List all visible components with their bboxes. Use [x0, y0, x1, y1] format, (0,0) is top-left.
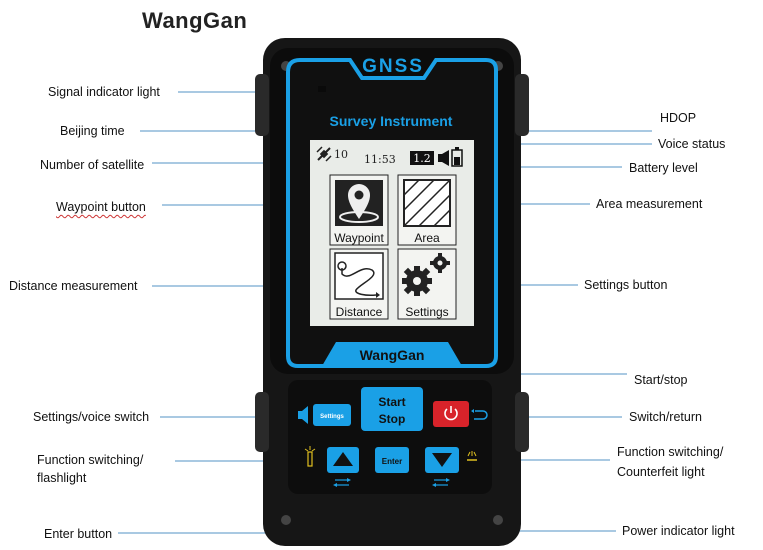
satellite-icon	[316, 146, 332, 162]
triangle-up-icon	[333, 452, 353, 466]
callout-function-counterfeit-line1: Function switching/	[617, 445, 724, 459]
callout-area-measurement: Area measurement	[596, 197, 703, 211]
callout-function-flashlight-line2: flashlight	[37, 471, 87, 485]
callout-number-of-satellite: Number of satellite	[40, 158, 145, 172]
start-key-label: Start	[378, 395, 405, 409]
counterfeit-light-icon	[467, 451, 477, 461]
map-pin-icon	[335, 180, 383, 226]
clock-time: 11:53	[364, 153, 396, 166]
tile-area-label: Area	[414, 231, 440, 245]
enter-key-label: Enter	[382, 457, 402, 466]
status-bar: 10 11:53 1.2	[316, 146, 463, 167]
brand-tab	[322, 342, 462, 366]
enter-key[interactable]: Enter	[375, 447, 409, 473]
up-key[interactable]	[327, 447, 359, 473]
down-key[interactable]	[425, 447, 459, 473]
device-brand: WangGan	[360, 347, 425, 363]
callout-start-stop: Start/stop	[634, 373, 688, 387]
settings-key-label: Settings	[320, 414, 344, 420]
route-icon	[334, 252, 384, 300]
callout-distance-measurement: Distance measurement	[9, 279, 138, 293]
gnss-label: GNSS	[362, 56, 424, 77]
callout-function-counterfeit-line2: Counterfeit light	[617, 465, 705, 479]
speaker-icon	[438, 150, 449, 166]
tile-area[interactable]: Area	[397, 174, 457, 246]
tile-settings-label: Settings	[405, 305, 448, 319]
callout-function-flashlight-line1: Function switching/	[37, 453, 144, 467]
flashlight-icon	[304, 446, 316, 467]
speaker-voice-icon	[298, 406, 308, 424]
hatched-area-icon	[403, 179, 451, 227]
callout-settings-button: Settings button	[584, 278, 668, 292]
satellite-count: 10	[334, 148, 348, 161]
callout-hdop: HDOP	[660, 111, 697, 125]
callout-battery-level: Battery level	[629, 161, 698, 175]
power-icon	[444, 406, 458, 421]
tile-waypoint[interactable]: Waypoint	[329, 174, 389, 246]
left-right-arrows-icon	[333, 478, 351, 487]
battery-icon	[451, 147, 463, 167]
screen-title: Survey Instrument	[330, 113, 453, 129]
callout-beijing-time: Beijing time	[60, 124, 125, 138]
callout-signal-indicator: Signal indicator light	[48, 85, 160, 99]
callout-waypoint-button: Waypoint button	[56, 200, 146, 214]
stop-key-label: Stop	[379, 412, 406, 426]
callout-voice-status: Voice status	[658, 137, 726, 151]
tile-distance[interactable]: Distance	[329, 248, 389, 320]
hdop-value: 1.2	[413, 152, 431, 165]
triangle-down-icon	[432, 453, 452, 467]
tile-waypoint-label: Waypoint	[334, 231, 384, 245]
hdop-box	[410, 151, 434, 165]
settings-key[interactable]: Settings	[313, 404, 351, 426]
gears-icon	[402, 253, 450, 296]
signal-indicator-light	[318, 86, 326, 92]
brand-logo: WangGan	[142, 8, 248, 33]
return-icon	[471, 409, 488, 420]
callout-switch-return: Switch/return	[629, 410, 702, 424]
tile-settings[interactable]: Settings	[397, 248, 457, 320]
callout-settings-voice-switch: Settings/voice switch	[33, 410, 150, 424]
start-stop-key[interactable]: Start Stop	[361, 387, 423, 431]
callout-power-indicator: Power indicator light	[622, 524, 735, 538]
power-key[interactable]	[433, 401, 469, 427]
left-right-arrows-icon-2	[432, 478, 450, 487]
tile-distance-label: Distance	[336, 305, 383, 319]
callout-enter-button: Enter button	[44, 527, 113, 541]
